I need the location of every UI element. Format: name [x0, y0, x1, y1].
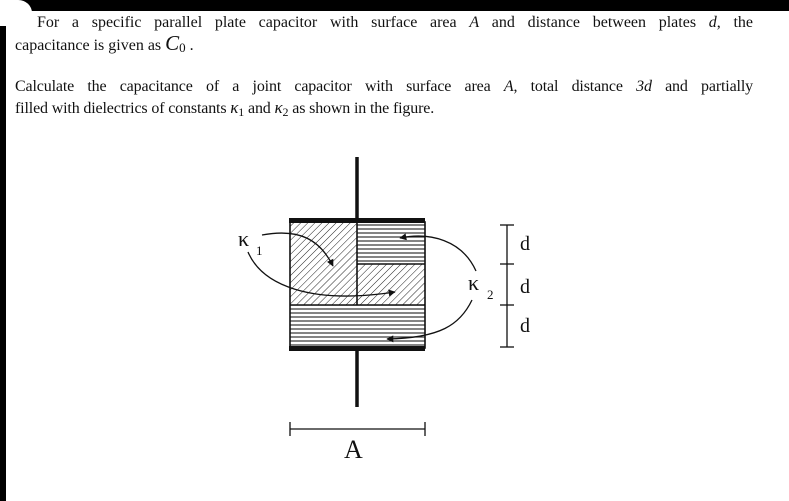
subscript-0: 0 [179, 40, 186, 55]
variable-A: A [469, 14, 480, 31]
area-scale [289, 422, 426, 436]
corner-blob [0, 0, 32, 26]
text-segment: and [244, 100, 275, 117]
kappa2-arrow-upper [399, 233, 477, 272]
variable-A: A [503, 78, 514, 95]
svg-text:κ: κ [468, 270, 479, 295]
variable-d: d [708, 14, 717, 31]
paragraph-2-line-1: Calculate the capacitance of a joint cap… [15, 76, 753, 97]
text-segment: , total distance [513, 78, 637, 95]
label-kappa1: κ 1 [238, 226, 263, 258]
text-segment: and partially [651, 78, 753, 95]
svg-text:1: 1 [256, 243, 263, 258]
symbol-C: C [165, 31, 180, 55]
text-segment: For a specific parallel plate capacitor … [37, 14, 470, 31]
symbol-kappa2: κ2 [274, 98, 289, 119]
kappa1-arrow-upper [261, 232, 334, 267]
paragraph-2-line-2: filled with dielectrics of constants κ1 … [15, 97, 753, 123]
dimension-label-d2: d [520, 276, 530, 298]
subscript-1: 1 [238, 105, 245, 119]
text-segment: Calculate the capacitance of a joint cap… [15, 78, 504, 95]
problem-statement-paragraph-1: For a specific parallel plate capacitor … [15, 12, 753, 58]
paragraph-1-line-1: For a specific parallel plate capacitor … [15, 12, 753, 33]
symbol-kappa1: κ1 [230, 98, 245, 119]
svg-text:κ: κ [238, 226, 249, 251]
problem-statement-paragraph-2: Calculate the capacitance of a joint cap… [15, 76, 753, 123]
text-segment: filled with dielectrics of constants [15, 100, 231, 117]
top-plate [289, 218, 425, 223]
kappa1-arrow-lower [247, 251, 396, 297]
subscript-2: 2 [282, 105, 289, 119]
text-segment: , the [716, 14, 754, 31]
text-segment: as shown in the figure. [288, 100, 435, 117]
thickness-scale [500, 224, 514, 348]
kappa-glyph: κ [230, 98, 239, 117]
kappa2-arrow-lower [386, 299, 473, 343]
left-frame-bar [0, 0, 6, 501]
kappa-glyph: κ [274, 98, 283, 117]
svg-text:2: 2 [487, 287, 494, 302]
dimension-label-d3: d [520, 315, 530, 337]
bottom-plate [289, 346, 425, 351]
area-label-A: A [344, 435, 363, 464]
paragraph-1-line-2: capacitance is given as C0 . [15, 33, 753, 58]
dielectric-kappa2-region [290, 222, 425, 348]
text-segment: capacitance is given as [15, 37, 166, 54]
text-segment: . [185, 37, 194, 54]
variable-3d: 3d [636, 78, 652, 95]
dimension-label-d1: d [520, 233, 530, 255]
symbol-C0: C0 [165, 31, 186, 56]
label-kappa2: κ 2 [468, 270, 494, 302]
top-frame-bar [0, 0, 789, 11]
text-segment: and distance between plates [479, 14, 709, 31]
